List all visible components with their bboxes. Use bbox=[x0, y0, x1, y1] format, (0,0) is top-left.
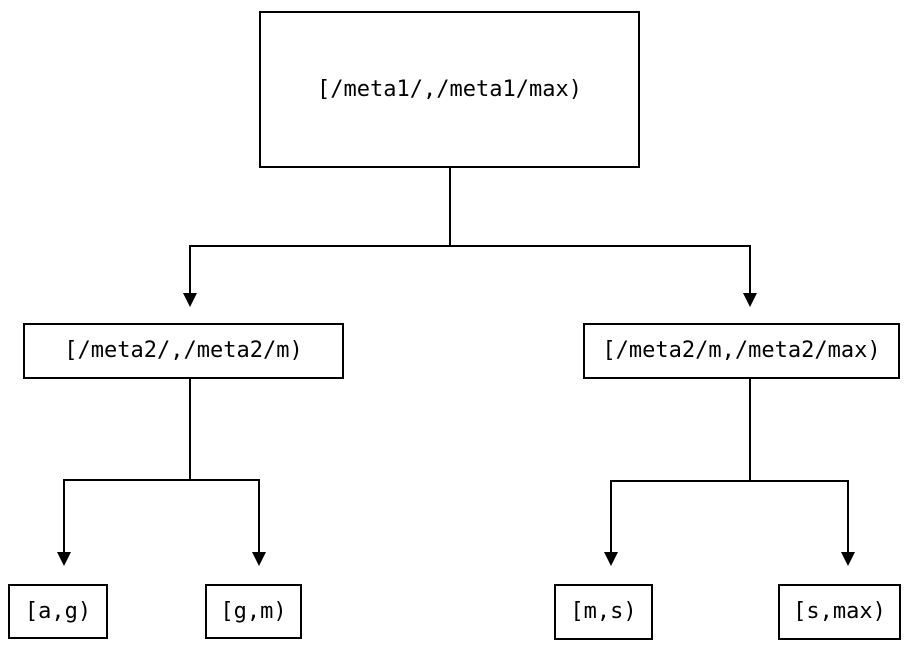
node-left-label: [/meta2/,/meta2/m) bbox=[64, 338, 303, 363]
arrowhead-right bbox=[743, 293, 757, 307]
arrowhead-gm bbox=[252, 552, 266, 566]
node-leaf-gm: [g,m) bbox=[205, 584, 302, 639]
arrowhead-smax bbox=[841, 552, 855, 566]
arrowhead-left bbox=[183, 293, 197, 307]
arrowhead-ag bbox=[57, 552, 71, 566]
node-right-label: [/meta2/m,/meta2/max) bbox=[602, 338, 881, 363]
node-root: [/meta1/,/meta1/max) bbox=[259, 11, 640, 168]
node-leaf-smax: [s,max) bbox=[778, 584, 901, 640]
node-leaf-ms-label: [m,s) bbox=[570, 599, 637, 624]
node-leaf-ms: [m,s) bbox=[554, 584, 653, 640]
node-leaf-ag: [a,g) bbox=[8, 584, 108, 639]
node-leaf-smax-label: [s,max) bbox=[793, 599, 886, 624]
arrowhead-ms bbox=[604, 552, 618, 566]
node-leaf-gm-label: [g,m) bbox=[220, 598, 287, 624]
node-left: [/meta2/,/meta2/m) bbox=[23, 323, 344, 379]
node-root-label: [/meta1/,/meta1/max) bbox=[317, 76, 582, 102]
node-leaf-ag-label: [a,g) bbox=[24, 598, 92, 624]
node-right: [/meta2/m,/meta2/max) bbox=[583, 323, 900, 379]
